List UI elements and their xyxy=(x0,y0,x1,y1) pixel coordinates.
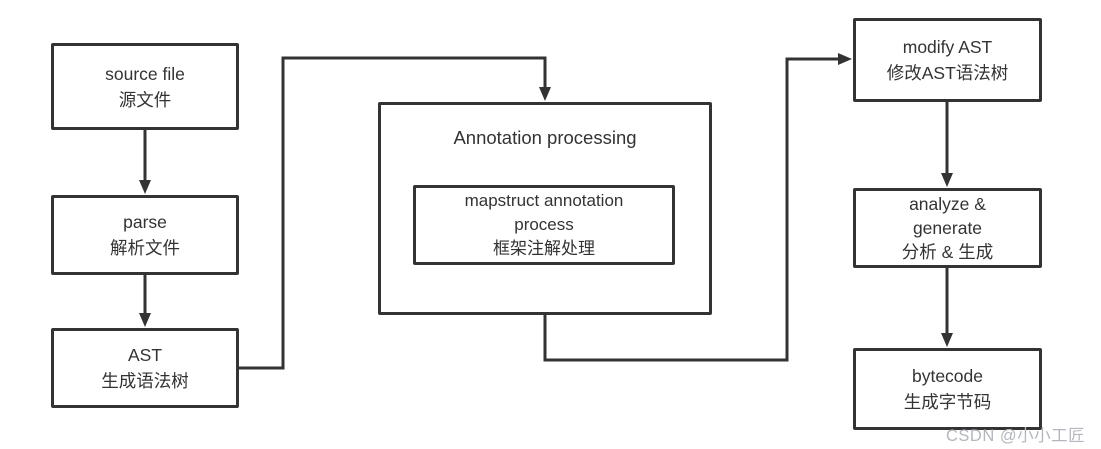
node-bytecode-label-en: bytecode xyxy=(911,366,984,386)
node-modify-ast-label-en: modify AST xyxy=(902,37,993,57)
node-analyze-generate-label-zh: 分析 & 生成 xyxy=(901,242,994,262)
node-mapstruct-label-line2: process xyxy=(514,215,574,234)
node-analyze-generate-label-line2: generate xyxy=(912,218,983,238)
csdn-watermark: CSDN @小小工匠 xyxy=(946,427,1086,445)
node-ast: AST 生成语法树 xyxy=(51,328,239,408)
node-mapstruct-label-line1: mapstruct annotation xyxy=(464,191,624,210)
node-ast-label-zh: 生成语法树 xyxy=(101,371,189,391)
node-analyze-generate-label-line1: analyze & xyxy=(909,194,986,214)
node-parse-label-zh: 解析文件 xyxy=(110,238,180,258)
node-annotation-processing: Annotation processing mapstruct annotati… xyxy=(378,102,712,315)
node-annotation-processing-title: Annotation processing xyxy=(453,127,637,148)
node-source-file: source file 源文件 xyxy=(51,43,239,130)
node-source-file-label-zh: 源文件 xyxy=(118,89,172,110)
node-mapstruct-annotation-process: mapstruct annotation process 框架注解处理 xyxy=(413,185,675,265)
node-parse: parse 解析文件 xyxy=(51,195,239,275)
node-bytecode: bytecode 生成字节码 xyxy=(853,348,1042,430)
node-analyze-generate: analyze & generate 分析 & 生成 xyxy=(853,188,1042,268)
node-source-file-label-en: source file xyxy=(105,63,185,84)
node-bytecode-label-zh: 生成字节码 xyxy=(903,392,992,412)
node-ast-label-en: AST xyxy=(127,345,163,365)
node-modify-ast-label-zh: 修改AST语法树 xyxy=(886,63,1009,83)
node-modify-ast: modify AST 修改AST语法树 xyxy=(853,18,1042,102)
node-mapstruct-label-zh: 框架注解处理 xyxy=(493,239,595,258)
node-parse-label-en: parse xyxy=(123,212,167,232)
